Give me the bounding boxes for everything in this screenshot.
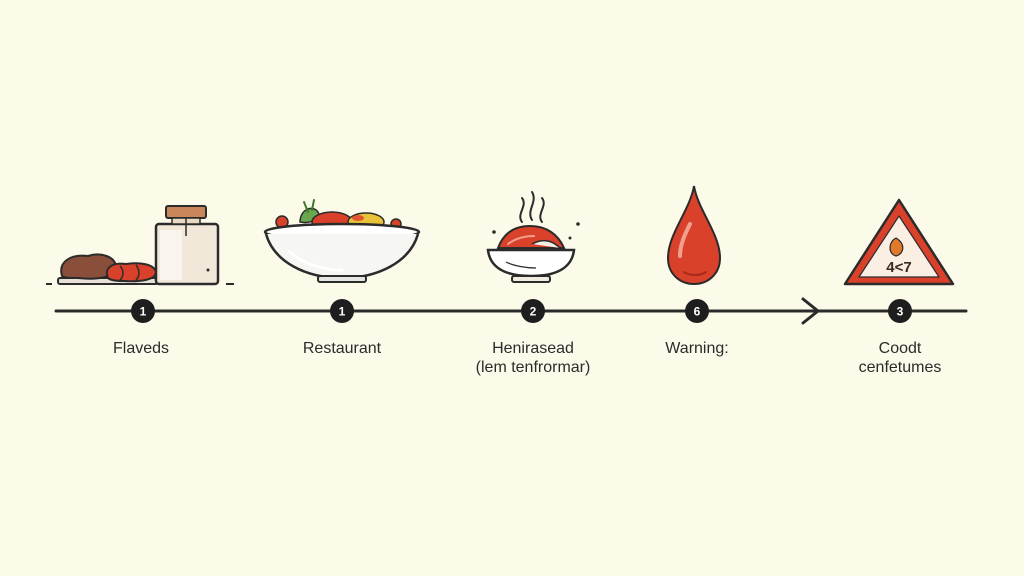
step-label-line: cenfetumes	[858, 359, 942, 376]
steaming-dish-icon	[486, 191, 580, 283]
step-badge: 6	[685, 299, 709, 323]
salad-bowl-icon	[263, 199, 421, 283]
step-label-line: Warning:	[665, 340, 729, 357]
step-label-line: Flaveds	[112, 340, 170, 357]
step-label: Flaveds	[46, 339, 236, 358]
step-number: 3	[897, 305, 904, 319]
warning-triangle-icon: 4<7	[843, 198, 955, 286]
step-label-line: Henirasead	[492, 340, 574, 357]
blood-drop-icon	[666, 185, 722, 286]
step-label: Coodt cenfetumes	[805, 339, 995, 377]
step-badge: 1	[131, 299, 155, 323]
step-label-line: Restaurant	[302, 340, 382, 357]
step-label: Henirasead (lem tenfrormar)	[438, 339, 628, 377]
step-number: 1	[140, 305, 147, 319]
food-jar-icon	[46, 205, 234, 286]
arrow-chevron-icon	[801, 297, 820, 325]
step-label-line: Coodt	[878, 340, 922, 357]
step-number: 1	[339, 305, 346, 319]
step-badge: 3	[888, 299, 912, 323]
step-label: Warning:	[602, 339, 792, 358]
warning-sign-text: 4<7	[886, 259, 911, 276]
step-number: 6	[694, 305, 701, 319]
step-badge: 2	[521, 299, 545, 323]
step-number: 2	[530, 305, 537, 319]
step-badge: 1	[330, 299, 354, 323]
step-label: Restaurant	[247, 339, 437, 358]
step-label-line: (lem tenfrormar)	[475, 359, 591, 376]
